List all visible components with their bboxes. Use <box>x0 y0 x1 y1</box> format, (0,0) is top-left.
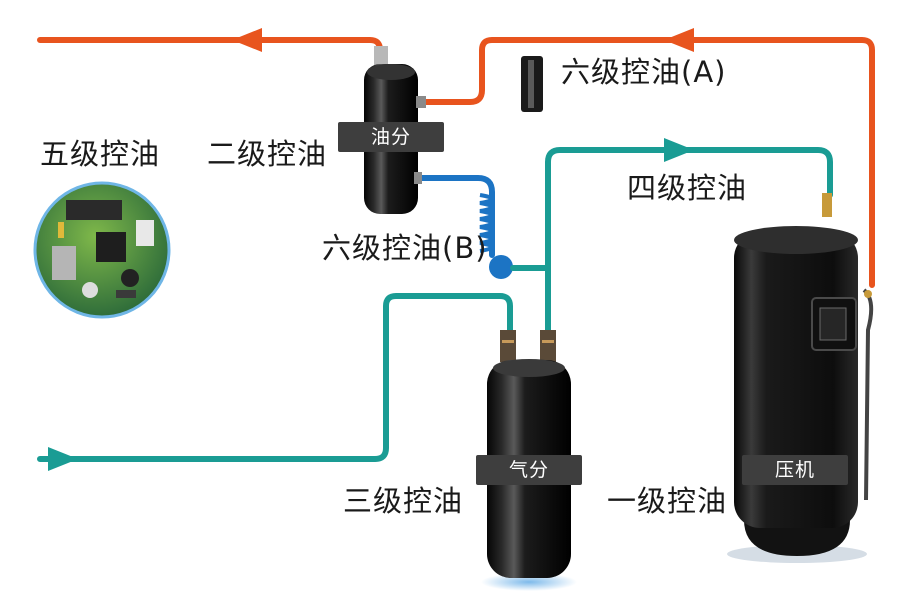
arrow-left-top-right <box>664 28 694 52</box>
solenoid-valve <box>489 255 513 279</box>
label-level2: 二级控油 <box>207 137 328 171</box>
arrow-right-top <box>664 138 694 162</box>
arrow-right-inlet <box>48 447 78 471</box>
compressor <box>727 193 874 563</box>
controller-pcb <box>33 181 171 319</box>
label-level4: 四级控油 <box>627 171 748 205</box>
label-level1: 一级控油 <box>607 484 728 518</box>
label-level3: 三级控油 <box>343 484 464 518</box>
label-level5: 五级控油 <box>40 137 161 171</box>
oil-return-line <box>415 175 495 258</box>
label-level6b: 六级控油(B) <box>322 231 488 265</box>
label-level6a: 六级控油(A) <box>561 55 727 89</box>
gas-separator-tag: 气分 <box>476 455 582 485</box>
compressor-tag: 压机 <box>742 455 848 485</box>
oil-separator-tag: 油分 <box>338 122 444 152</box>
arrow-left-top-left <box>232 28 262 52</box>
pressure-sensor <box>521 56 543 112</box>
capillary-coil <box>479 193 494 253</box>
